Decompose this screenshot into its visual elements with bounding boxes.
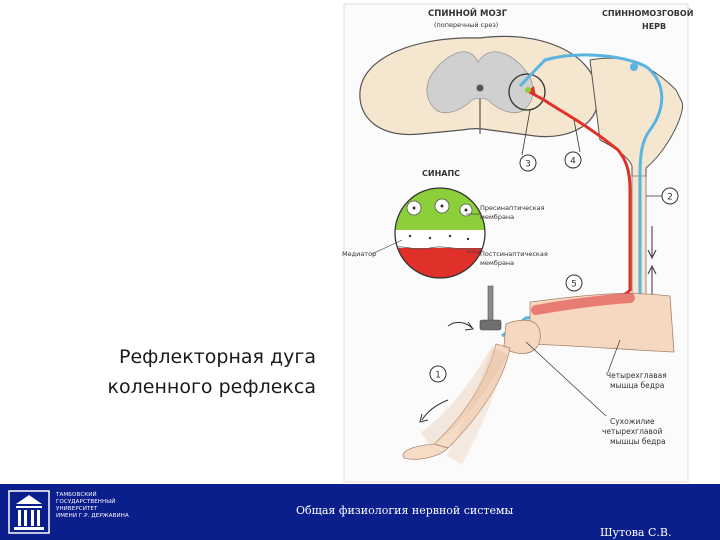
tendon-label-1: Сухожилие	[610, 417, 655, 426]
muscle-label-1: Четырехглавая	[606, 371, 667, 380]
university-logo-icon	[8, 490, 50, 534]
spinal-nerve-label-1: СПИННОМОЗГОВОЙ	[602, 7, 693, 18]
slide-title: Рефлекторная дуга коленного рефлекса	[40, 342, 316, 402]
marker-3: 3	[525, 160, 531, 170]
marker-1: 1	[435, 371, 441, 381]
synapse-enlarged	[394, 187, 486, 279]
tendon-label-2: четырехглавой	[602, 427, 662, 436]
course-title: Общая физиология нервной системы	[296, 504, 514, 517]
tendon-label-3: мышцы бедра	[610, 437, 666, 446]
marker-5: 5	[571, 280, 577, 290]
logo-line-2: ГОСУДАРСТВЕННЫЙ	[56, 499, 116, 505]
spinal-cord-label: СПИННОЙ МОЗГ	[428, 7, 508, 19]
spinal-cord-section	[359, 35, 599, 138]
spinal-nerve-label-2: НЕРВ	[642, 22, 666, 31]
sensory-pathway	[501, 53, 664, 338]
presynaptic-label-2: мембрана	[480, 213, 514, 221]
logo-line-3: УНИВЕРСИТЕТ	[56, 506, 98, 512]
marker-2: 2	[667, 193, 673, 203]
logo-line-1: ТАМБОВСКИЙ	[56, 492, 97, 498]
title-line-2: коленного рефлекса	[107, 376, 316, 398]
muscle-label-2: мышца бедра	[610, 381, 664, 390]
synapse-label: СИНАПС	[422, 169, 460, 178]
mediator-label: Медиатор	[342, 250, 376, 258]
university-name: ТАМБОВСКИЙ ГОСУДАРСТВЕННЫЙ УНИВЕРСИТЕТ И…	[56, 492, 129, 520]
postsynaptic-label-1: Постсинаптическая	[480, 250, 548, 258]
footer-bar: ТАМБОВСКИЙ ГОСУДАРСТВЕННЫЙ УНИВЕРСИТЕТ И…	[0, 484, 720, 540]
title-line-1: Рефлекторная дуга	[119, 346, 316, 368]
author-name: Шутова С.В.	[600, 526, 672, 539]
presynaptic-label-1: Пресинаптическая	[480, 204, 545, 212]
logo-line-4: ИМЕНИ Г.Р. ДЕРЖАВИНА	[56, 513, 129, 519]
reflex-arc-diagram: СПИННОЙ МОЗГ (поперечный срез) СПИННОМОЗ…	[342, 3, 693, 483]
postsynaptic-label-2: мембрана	[480, 259, 514, 267]
marker-4: 4	[570, 157, 576, 167]
spinal-cord-sublabel: (поперечный срез)	[434, 21, 498, 29]
reflex-hammer-icon	[479, 285, 502, 331]
